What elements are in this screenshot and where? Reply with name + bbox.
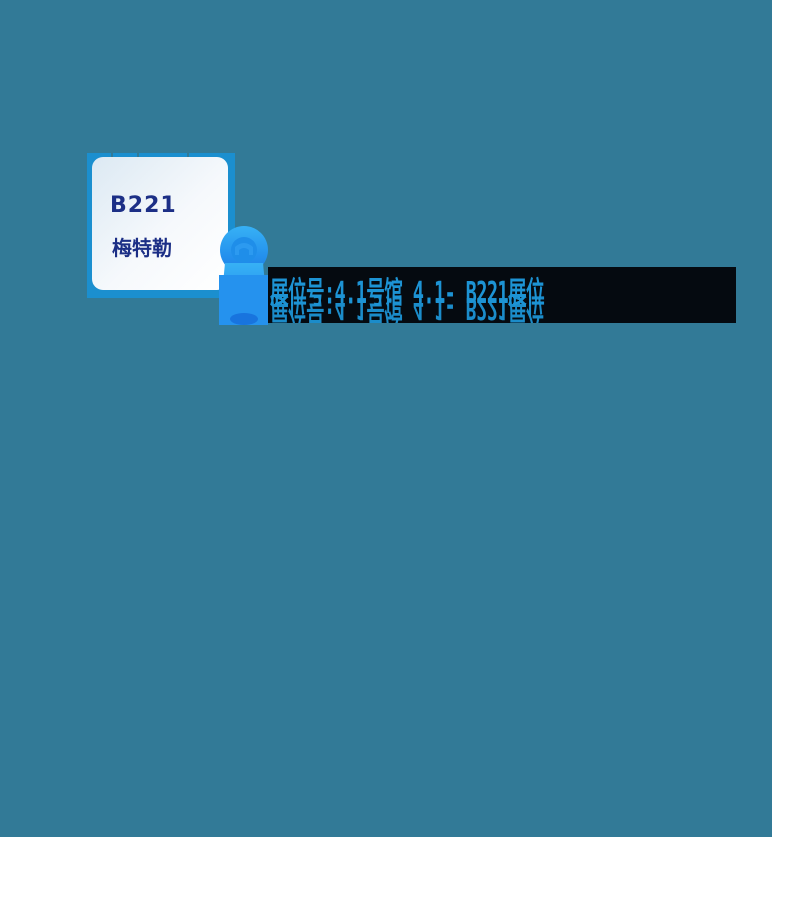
booth-card[interactable] — [92, 157, 228, 290]
booth-location-text: 展位号:4.1号馆 4.1- B221展位 — [270, 276, 545, 311]
booth-code: B221 — [110, 193, 177, 218]
frame-notch — [187, 153, 189, 157]
map-pin-icon[interactable] — [219, 225, 270, 325]
booth-location-banner: 展位号:4.1号馆 4.1- B221展位 展位号:4.1号馆 4.1- B22… — [268, 265, 736, 325]
banner-border — [268, 323, 736, 325]
exhibitor-name: 梅特勒 — [112, 236, 172, 260]
frame-notch — [137, 153, 139, 157]
banner-border — [268, 265, 736, 267]
frame-notch — [111, 153, 113, 157]
map-area — [0, 0, 772, 837]
booth-location-text-reflection: 展位号:4.1号馆 4.1- B221展位 — [270, 290, 544, 325]
